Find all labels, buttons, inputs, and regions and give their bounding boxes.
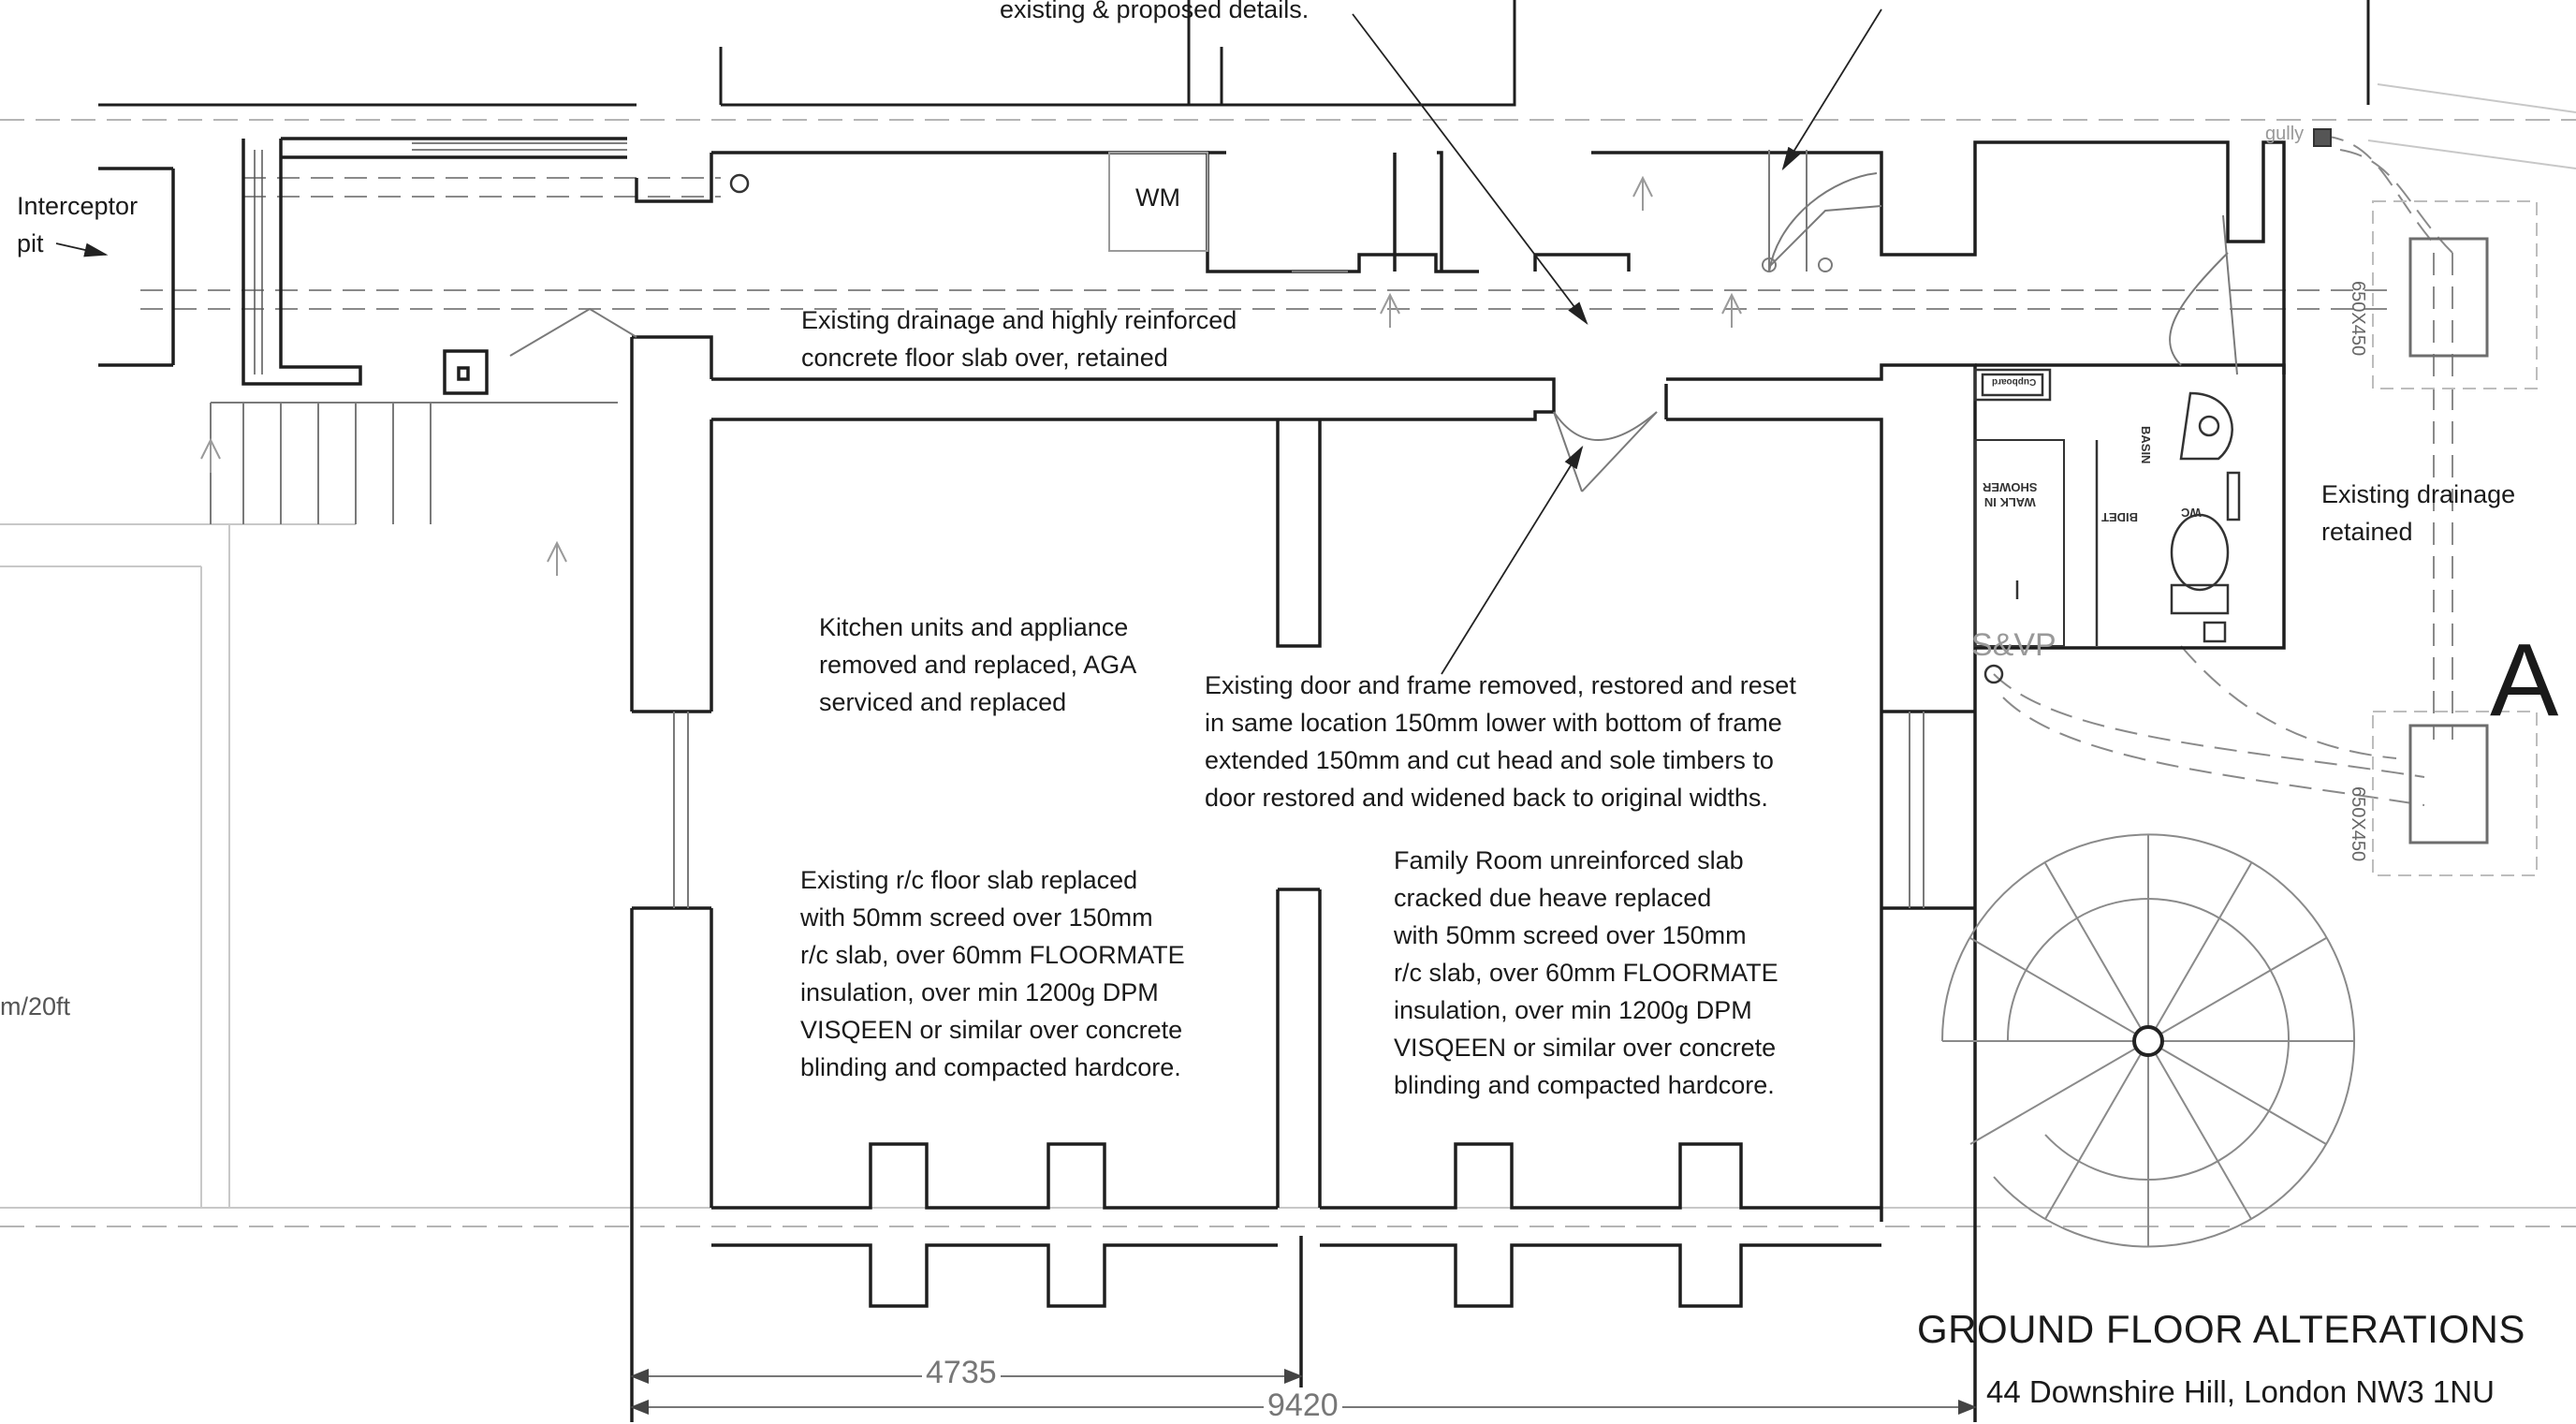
bathroom-fixtures xyxy=(1973,368,2241,647)
note-kitchen: Kitchen units and appliance removed and … xyxy=(819,613,1137,716)
doors-stairs xyxy=(210,150,2238,908)
site-lines xyxy=(0,119,2576,1227)
small-circles xyxy=(729,173,2004,684)
manholes xyxy=(2313,128,2538,876)
note-interceptor-pit: Interceptor pit xyxy=(17,192,139,257)
label-bidet: BIDET xyxy=(2101,510,2138,524)
label-manhole-size-2: 650X450 xyxy=(2348,786,2368,862)
dimension-9420: 9420 xyxy=(1264,1387,1342,1424)
drawing-address: 44 Downshire Hill, London NW3 1NU xyxy=(1986,1374,2495,1409)
note-drainage-slab: Existing drainage and highly reinforced … xyxy=(801,306,1237,372)
top-walls xyxy=(98,0,2370,107)
note-scale-partial: m/20ft xyxy=(0,992,71,1020)
label-walk-in-shower: WALK IN SHOWER xyxy=(1983,480,2038,509)
note-family-room: Family Room unreinforced slab cracked du… xyxy=(1394,846,1778,1099)
note-drainage-retained: Existing drainage retained xyxy=(2321,480,2516,546)
label-manhole-size-1: 650X450 xyxy=(2348,281,2368,357)
label-washing-machine: WM xyxy=(1135,184,1180,212)
wall-hatch xyxy=(254,142,627,374)
label-wc: WC xyxy=(2181,506,2202,520)
label-basin: BASIN xyxy=(2139,426,2153,464)
note-top-partial: existing & proposed details. xyxy=(1000,0,1310,23)
section-marker-a: A xyxy=(2490,623,2559,738)
radiator-symbols xyxy=(200,175,1742,576)
drawing-title: GROUND FLOOR ALTERATIONS xyxy=(1917,1307,2525,1351)
note-door-frame: Existing door and frame removed, restore… xyxy=(1205,671,1796,812)
dimension-4735: 4735 xyxy=(922,1355,1001,1391)
leader-lines xyxy=(55,8,1882,675)
label-svp: S&VP xyxy=(1971,627,2056,663)
note-rc-slab: Existing r/c floor slab replaced with 50… xyxy=(800,866,1185,1081)
label-cupboard: Cupboard xyxy=(1992,376,2037,387)
drain-runs xyxy=(140,135,2453,806)
site-boundary xyxy=(0,83,2576,1209)
spiral-stair-post xyxy=(2132,1025,2164,1057)
spiral-stair xyxy=(1941,833,2355,1248)
label-gully: gully xyxy=(2265,124,2305,144)
